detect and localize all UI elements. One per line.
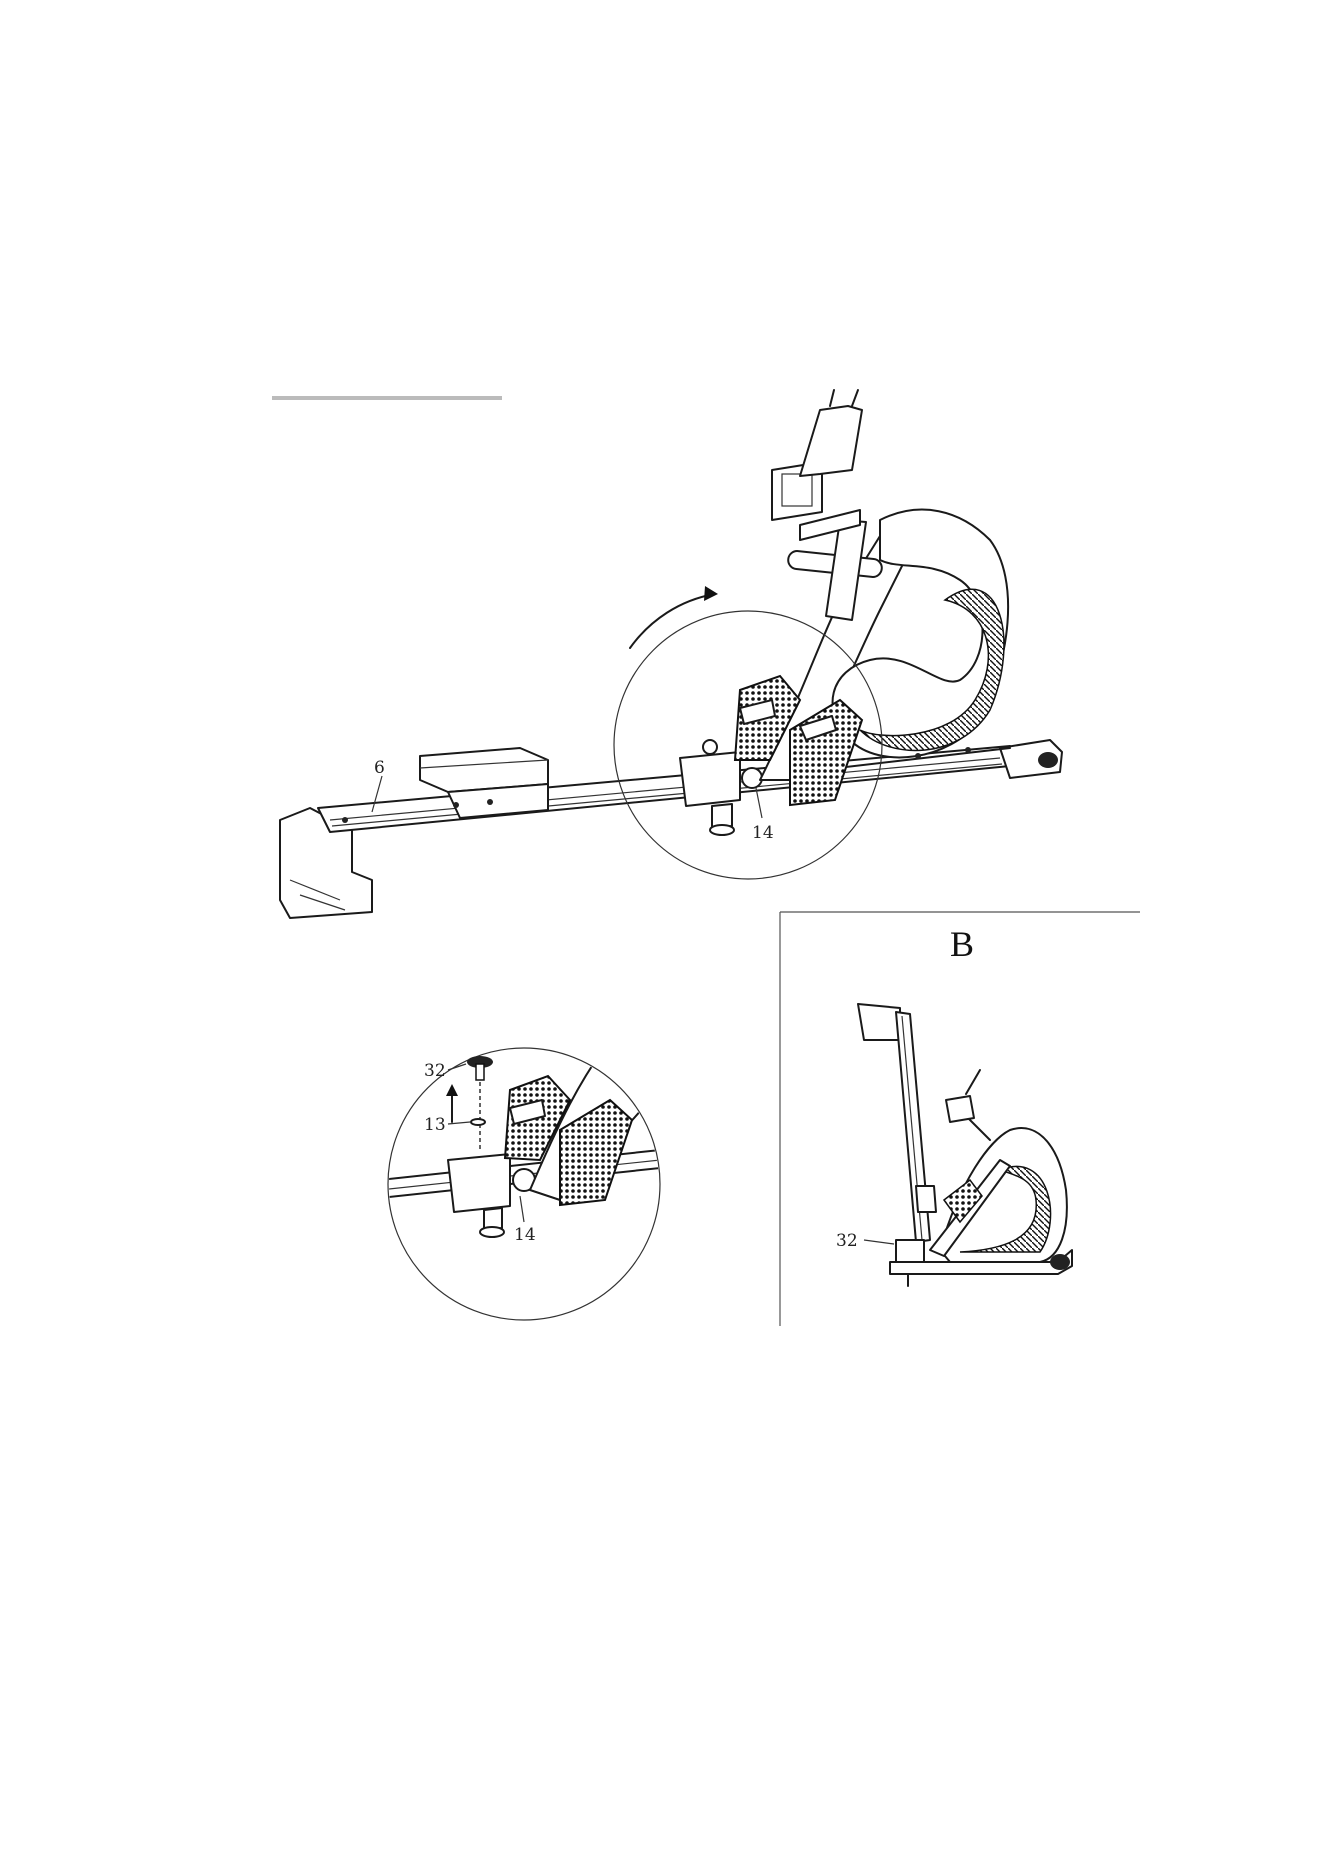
callout-knob-14-detail: 14 — [514, 1225, 536, 1245]
callout-washer-13: 13 — [424, 1115, 446, 1135]
header-scan-artifact — [272, 396, 502, 400]
curved-arrow-icon — [630, 594, 715, 648]
callout-pin-32-panel-b: 32 — [836, 1231, 858, 1251]
console-monitor — [772, 390, 862, 540]
callout-rail-6: 6 — [374, 758, 385, 778]
locking-knob-14 — [742, 768, 762, 788]
washer-13 — [471, 1119, 485, 1125]
callout-pin-32: 32 — [424, 1061, 446, 1081]
panel-b: B 32 — [780, 912, 1140, 1326]
rowing-machine-main-view: 6 14 — [280, 390, 1062, 918]
callout-knob-14: 14 — [752, 823, 774, 843]
detail-view: 32 13 14 — [380, 1030, 660, 1320]
rail-top-foot — [858, 1004, 900, 1040]
panel-b-label: B — [950, 924, 974, 964]
